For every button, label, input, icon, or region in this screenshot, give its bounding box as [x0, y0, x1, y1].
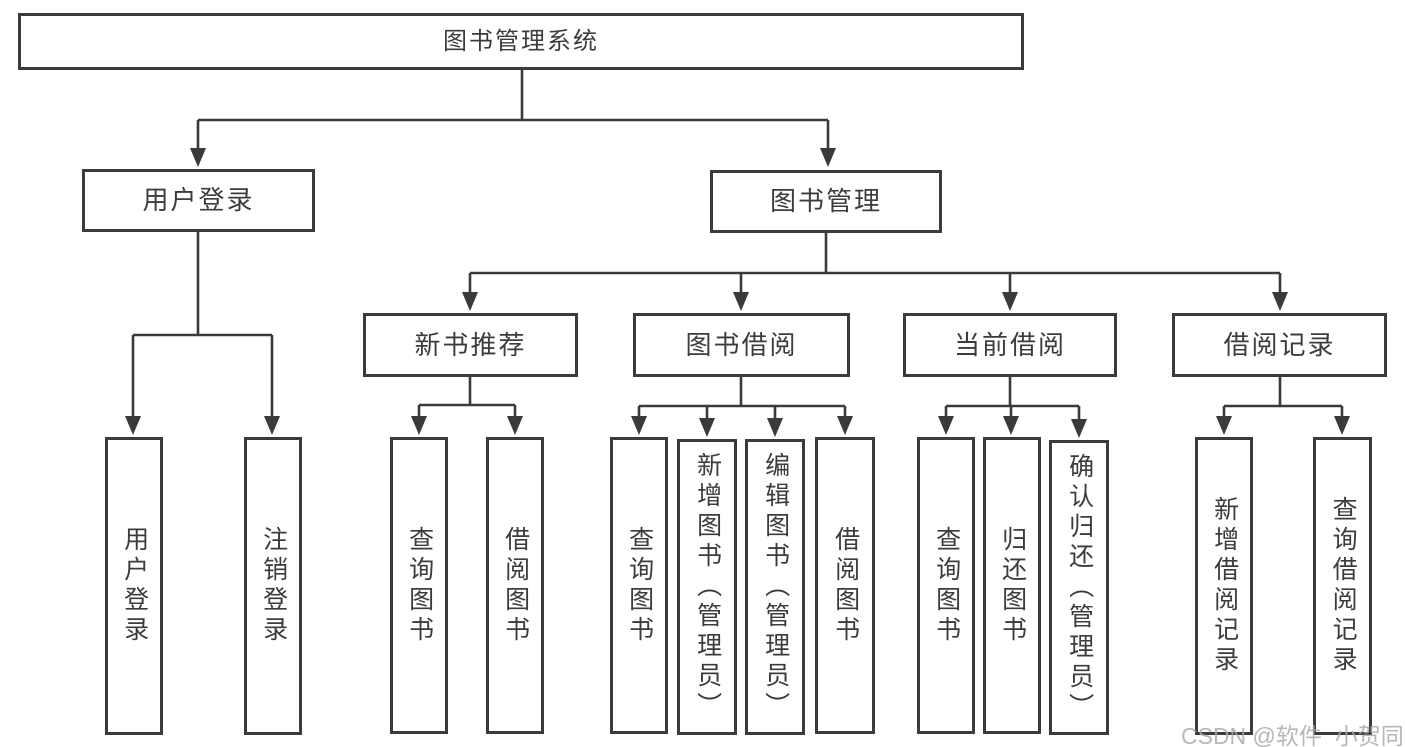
watermark: CSDN @软件_小贺同学 [1181, 723, 1405, 747]
node-book-management: 图书管理 [710, 170, 942, 233]
arrowheads [125, 148, 1350, 438]
leaf-return-books: 归还图书 [983, 437, 1041, 734]
leaf-query-books-borrowing: 查询图书 [610, 437, 668, 734]
leaf-query-borrow-record: 查询借阅记录 [1313, 437, 1372, 735]
leaf-borrow-books-recommend: 借阅图书 [486, 437, 544, 734]
leaf-query-books-current: 查询图书 [917, 437, 975, 734]
node-current-borrowing: 当前借阅 [903, 313, 1117, 377]
leaf-add-books-admin: 新增图书（管理员） [677, 439, 737, 735]
leaf-add-borrow-record: 新增借阅记录 [1195, 437, 1253, 735]
node-borrowing-records: 借阅记录 [1172, 313, 1387, 377]
leaf-borrow-books-borrowing: 借阅图书 [815, 437, 875, 734]
leaf-query-books-recommend: 查询图书 [390, 437, 448, 734]
node-user-login: 用户登录 [82, 169, 315, 232]
node-book-borrowing: 图书借阅 [633, 313, 850, 377]
leaf-edit-books-admin: 编辑图书（管理员） [745, 439, 805, 735]
leaf-logout: 注销登录 [244, 437, 302, 735]
node-library-management-system: 图书管理系统 [18, 13, 1024, 70]
leaf-user-login: 用户登录 [105, 437, 163, 735]
node-new-book-recommend: 新书推荐 [363, 313, 578, 377]
leaf-confirm-return-admin: 确认归还（管理员） [1049, 440, 1109, 735]
